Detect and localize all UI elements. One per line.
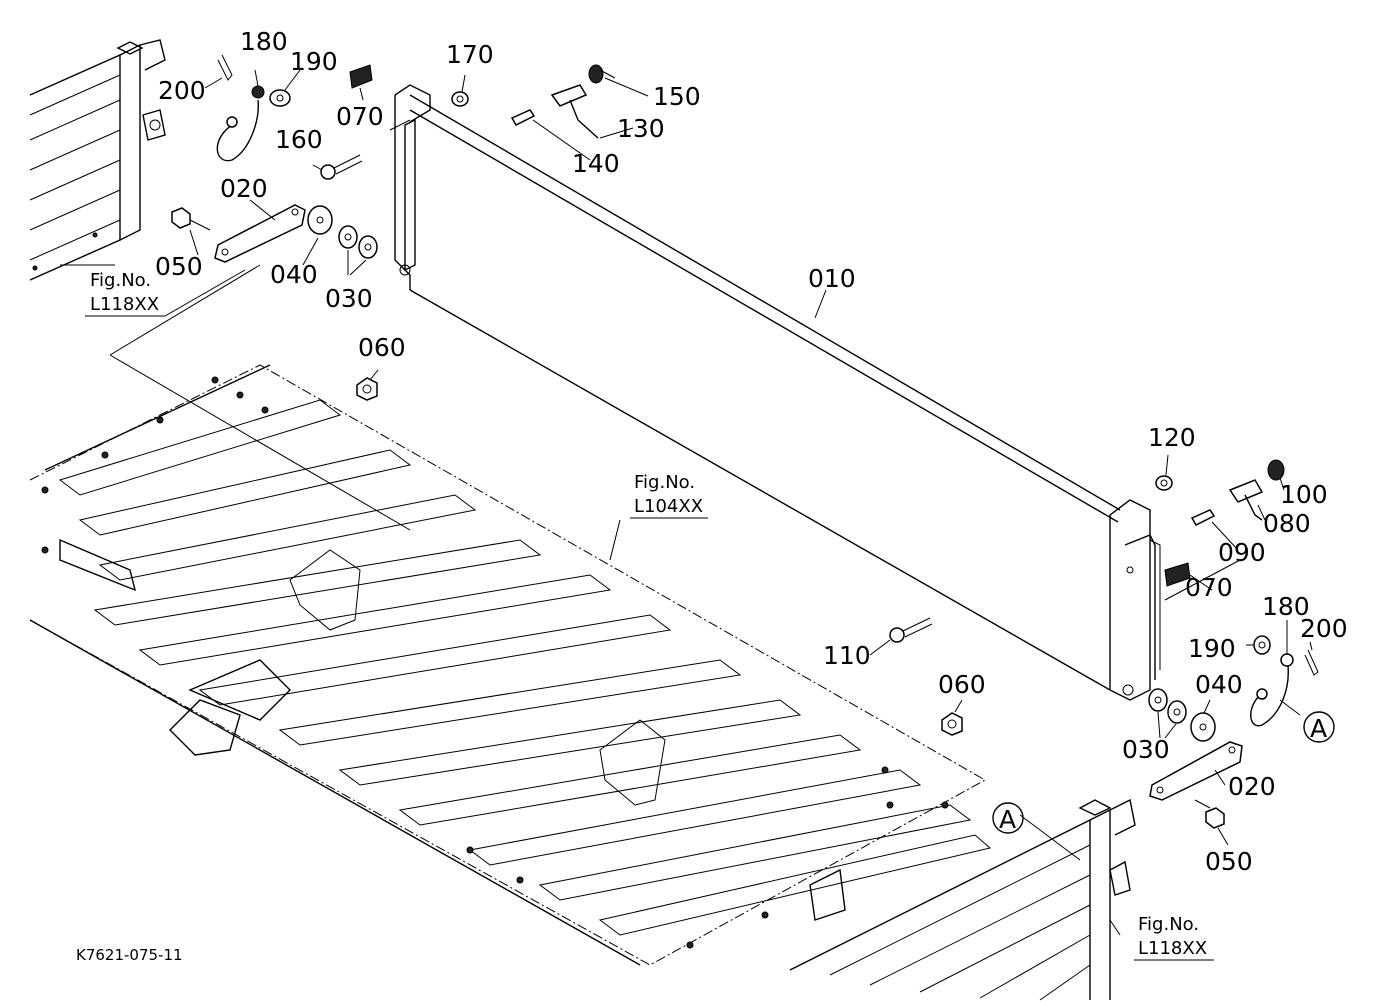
part-label-070-right: 070 <box>1185 573 1233 602</box>
diagram-code: K7621-075-11 <box>76 946 183 964</box>
marker-a-bottom-label: A <box>999 805 1016 834</box>
part-label-180-left: 180 <box>240 27 288 56</box>
part-label-040-right: 040 <box>1195 670 1243 699</box>
fig-ref-center: Fig.No. L104XX <box>630 472 708 519</box>
part-label-200-left: 200 <box>158 76 206 105</box>
marker-a-right-label: A <box>1310 714 1327 743</box>
part-label-060-bottom: 060 <box>938 670 986 699</box>
part-label-010: 010 <box>808 264 856 293</box>
part-label-040-left: 040 <box>270 260 318 289</box>
part-label-050-left: 050 <box>155 252 203 281</box>
part-label-190-right: 190 <box>1188 634 1236 663</box>
part-label-200-right: 200 <box>1300 614 1348 643</box>
tailgate-panel-010 <box>389 84 1161 701</box>
part-label-070-left: 070 <box>336 102 384 131</box>
part-label-180-right: 180 <box>1262 592 1310 621</box>
fig-ref-code: L118XX <box>90 294 159 315</box>
part-label-110: 110 <box>823 641 871 670</box>
part-label-160: 160 <box>275 125 323 154</box>
part-label-140: 140 <box>572 149 620 178</box>
right-side-gate <box>789 798 1136 1001</box>
fig-ref-left-top: Fig.No. L118XX <box>85 269 246 317</box>
fig-ref-title: Fig.No. <box>1138 914 1199 935</box>
bed-floor <box>29 364 992 966</box>
leader-lines <box>60 69 1313 936</box>
marker-a-bottom: A <box>992 802 1024 834</box>
left-side-gate <box>29 39 166 281</box>
part-label-030-left: 030 <box>325 284 373 313</box>
fig-ref-title: Fig.No. <box>634 472 695 493</box>
part-label-090: 090 <box>1218 538 1266 567</box>
fig-ref-code: L104XX <box>634 496 703 517</box>
part-label-020-right: 020 <box>1228 772 1276 801</box>
part-label-100: 100 <box>1280 480 1328 509</box>
fig-ref-code: L118XX <box>1138 938 1207 959</box>
part-label-020-left: 020 <box>220 174 268 203</box>
part-label-060-top: 060 <box>358 333 406 362</box>
hardware-parts <box>171 54 1319 829</box>
part-label-150: 150 <box>653 82 701 111</box>
part-label-050-right: 050 <box>1205 847 1253 876</box>
fig-ref-right-bottom: Fig.No. L118XX <box>1134 914 1214 961</box>
part-labels: 200 180 190 070 170 150 130 140 160 020 … <box>155 27 1348 876</box>
part-label-030-right: 030 <box>1122 735 1170 764</box>
part-label-120: 120 <box>1148 423 1196 452</box>
part-label-130: 130 <box>617 114 665 143</box>
marker-a-right: A <box>1303 711 1335 743</box>
part-label-190-left: 190 <box>290 47 338 76</box>
part-label-080: 080 <box>1263 509 1311 538</box>
part-label-170: 170 <box>446 40 494 69</box>
fig-ref-title: Fig.No. <box>90 270 151 291</box>
